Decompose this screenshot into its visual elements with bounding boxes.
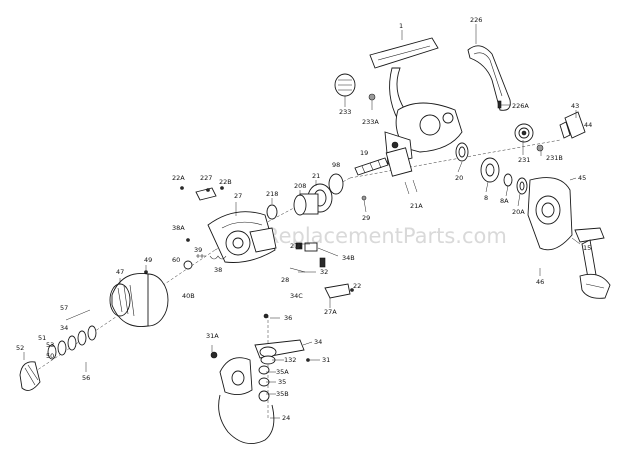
label-part-57: 57 (60, 304, 68, 312)
label-part-226: 226 (470, 16, 482, 24)
handle-arm-part-226 (467, 45, 511, 111)
part-number-labels: 1 226 226A 233 233A 43 44 231 231B 19 98… (16, 16, 592, 422)
label-part-49: 49 (144, 256, 152, 264)
label-part-38a: 38A (172, 224, 185, 232)
label-part-231b: 231B (546, 154, 563, 162)
label-part-31a: 31A (206, 332, 219, 340)
main-shaft-part-19 (328, 147, 418, 213)
label-part-45: 45 (578, 174, 586, 182)
label-part-208: 208 (294, 182, 306, 190)
label-part-1: 1 (399, 22, 403, 30)
label-part-22a: 22A (172, 174, 185, 182)
gear-part-231 (514, 123, 544, 152)
label-part-52: 52 (16, 344, 24, 352)
label-part-233a: 233A (362, 118, 379, 126)
label-part-39: 39 (194, 246, 202, 254)
bail-arm-assembly (210, 313, 310, 445)
bail-spring-parts (183, 238, 227, 270)
label-part-34-bail: 34 (314, 338, 322, 346)
label-part-233: 233 (339, 108, 351, 116)
crank-handle-part-15 (574, 227, 611, 299)
label-part-35: 35 (278, 378, 286, 386)
label-part-22: 22 (353, 282, 361, 290)
label-part-20: 20 (455, 174, 463, 182)
label-part-29: 29 (362, 214, 370, 222)
rotor-part-27 (207, 211, 303, 263)
label-part-271: 271 (290, 242, 302, 250)
label-part-231: 231 (518, 156, 530, 164)
label-part-8: 8 (484, 194, 488, 202)
label-part-8a: 8A (500, 197, 509, 205)
watermark-text: eReplacementParts.com (252, 224, 507, 248)
spool-part-47 (109, 270, 169, 327)
label-part-60: 60 (172, 256, 180, 264)
label-part-32: 32 (320, 268, 328, 276)
label-part-56: 56 (82, 374, 90, 382)
bearing-parts-208-218 (266, 183, 333, 220)
label-part-132: 132 (284, 356, 296, 364)
label-part-15: 15 (583, 244, 591, 252)
drag-washer-stack (47, 325, 97, 360)
label-part-27: 27 (234, 192, 242, 200)
pinion-gear-assembly (455, 142, 528, 195)
clip-part-227 (180, 186, 224, 201)
label-part-46: 46 (536, 278, 544, 286)
label-part-34c: 34C (290, 292, 303, 300)
label-part-226a: 226A (512, 102, 529, 110)
label-part-43: 43 (571, 102, 579, 110)
label-part-218: 218 (266, 190, 278, 198)
label-part-36: 36 (284, 314, 292, 322)
label-part-19: 19 (360, 149, 368, 157)
label-part-40b: 40B (182, 292, 195, 300)
label-part-227: 227 (200, 174, 212, 182)
label-part-31: 31 (322, 356, 330, 364)
drag-knob-part-52 (19, 361, 41, 391)
side-cover-part-45 (527, 177, 573, 251)
label-part-34: 34 (60, 324, 68, 332)
knob-part-233 (334, 73, 376, 101)
leader-lines (23, 24, 581, 419)
label-part-27a: 27A (324, 308, 337, 316)
label-part-44: 44 (584, 121, 592, 129)
label-part-35a: 35A (276, 368, 289, 376)
bail-arm-parts (289, 242, 354, 299)
label-part-47: 47 (116, 268, 124, 276)
label-part-21: 21 (312, 172, 320, 180)
label-part-20a: 20A (512, 208, 525, 216)
label-part-51: 51 (38, 334, 46, 342)
label-part-34b: 34B (342, 254, 355, 262)
label-part-38: 38 (214, 266, 222, 274)
label-part-98: 98 (332, 161, 340, 169)
label-part-21a: 21A (410, 202, 423, 210)
label-part-53: 53 (46, 341, 54, 349)
reel-body-part-1 (369, 37, 463, 165)
handle-knob-part-43 (559, 111, 586, 139)
label-part-24: 24 (282, 414, 290, 422)
label-part-28: 28 (281, 276, 289, 284)
label-part-35b: 35B (276, 390, 289, 398)
label-part-50: 50 (46, 352, 54, 360)
label-part-22b: 22B (219, 178, 232, 186)
